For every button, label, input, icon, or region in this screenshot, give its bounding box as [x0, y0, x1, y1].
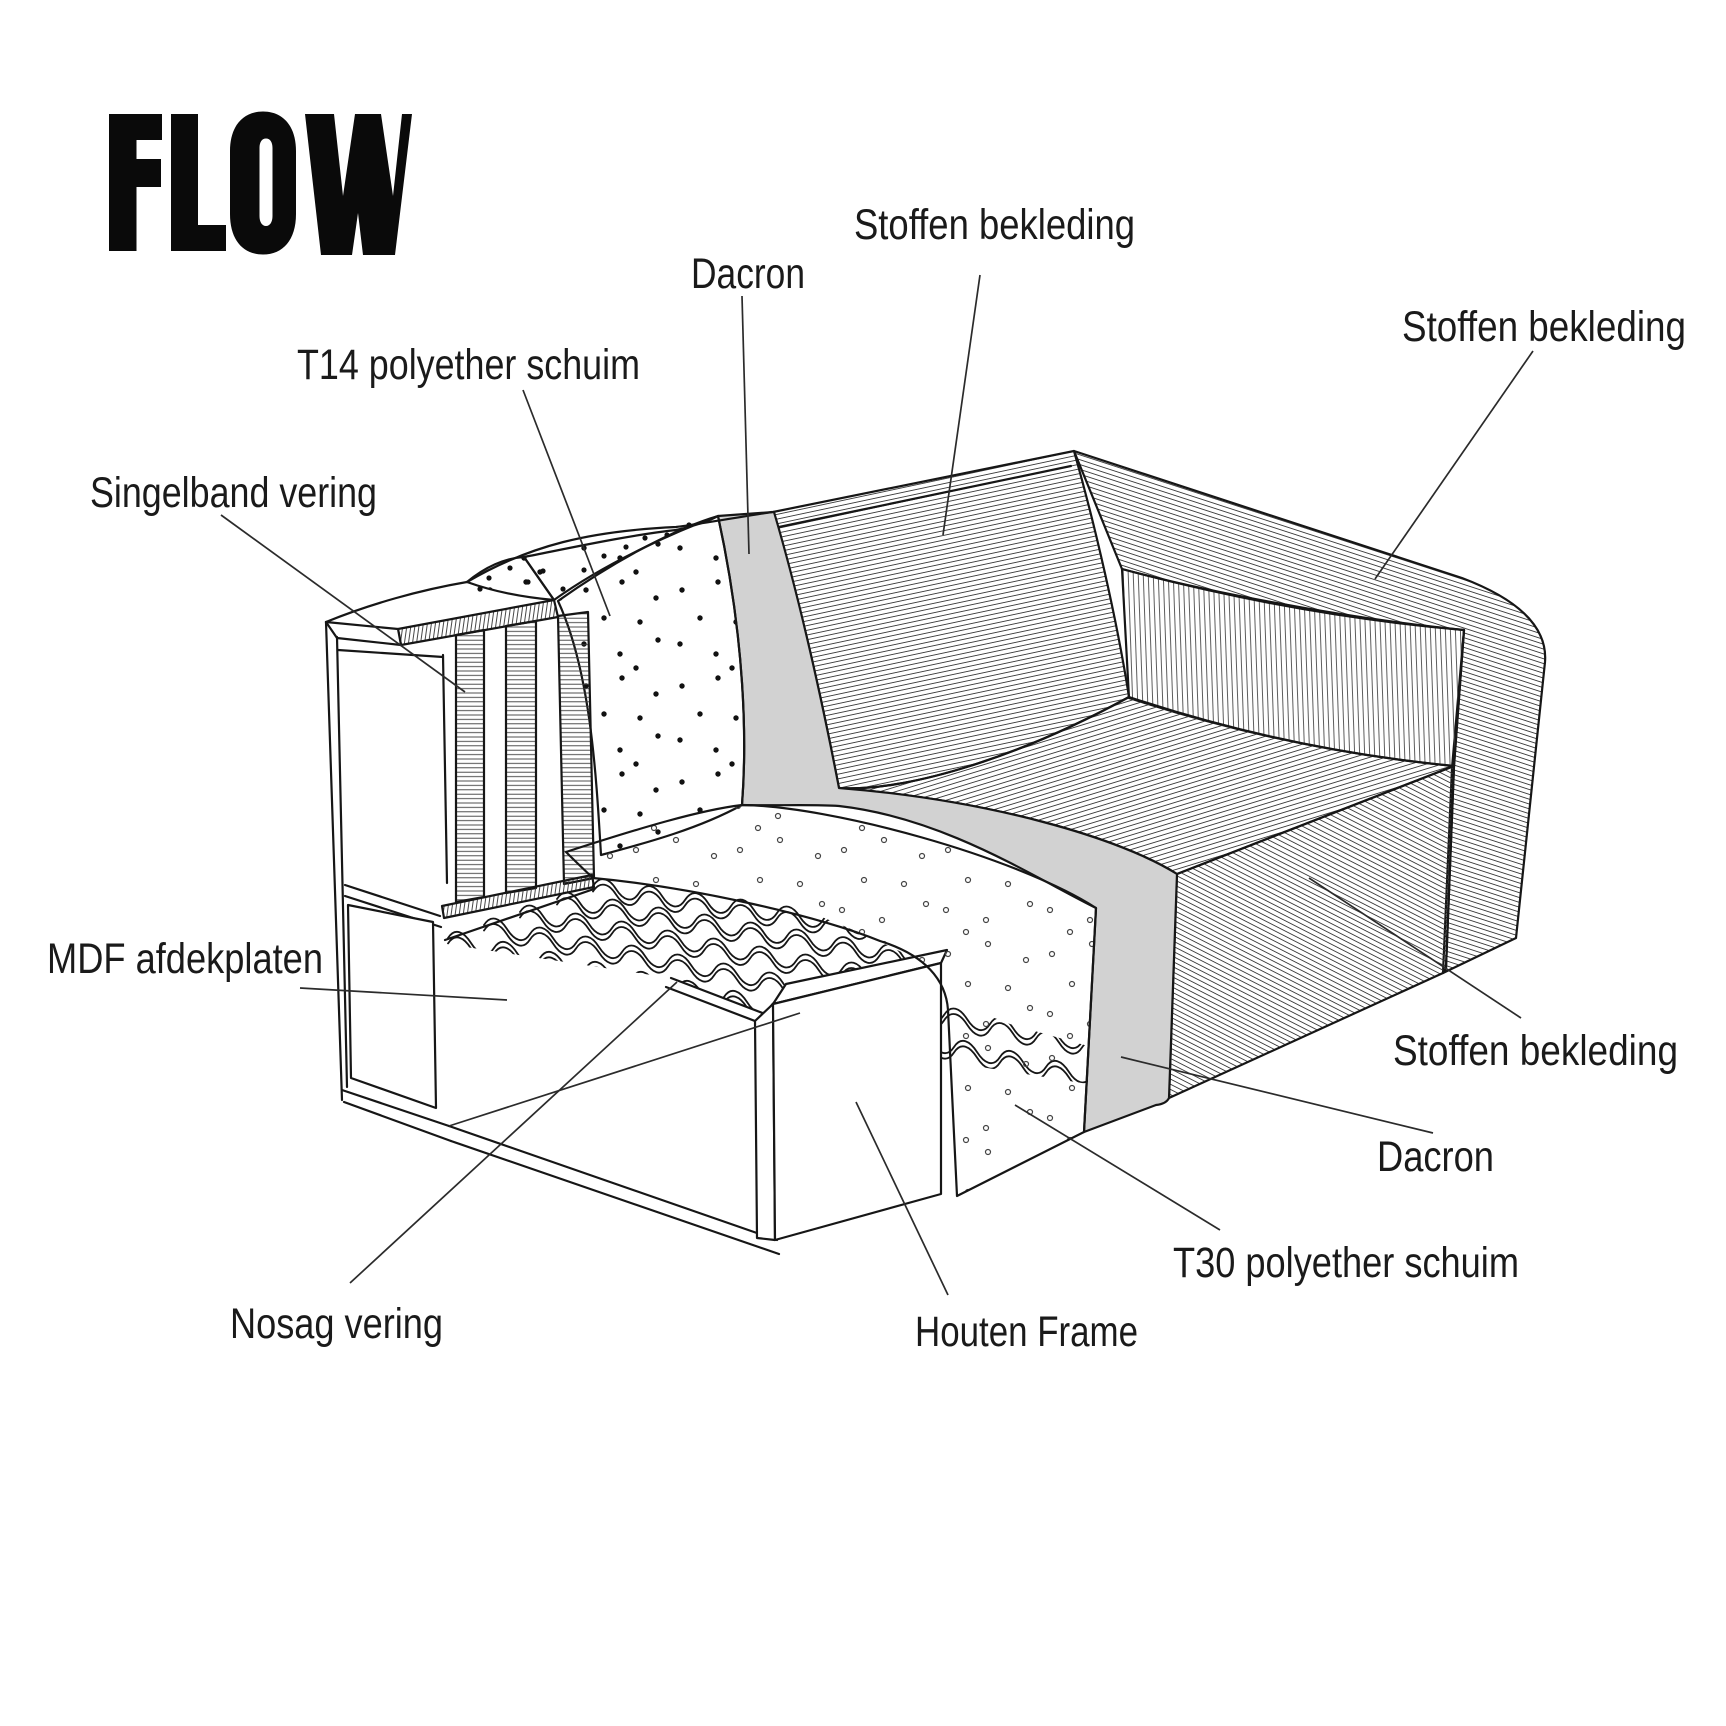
svg-text:T14 polyether schuim: T14 polyether schuim: [297, 341, 640, 389]
svg-text:MDF afdekplaten: MDF afdekplaten: [47, 935, 323, 983]
svg-text:Stoffen bekleding: Stoffen bekleding: [1393, 1027, 1678, 1075]
svg-text:Stoffen bekleding: Stoffen bekleding: [1402, 303, 1686, 351]
svg-text:Dacron: Dacron: [1377, 1133, 1494, 1181]
svg-text:Nosag vering: Nosag vering: [230, 1300, 443, 1348]
svg-text:Dacron: Dacron: [691, 250, 805, 298]
svg-text:Singelband vering: Singelband vering: [90, 469, 377, 517]
svg-text:Houten Frame: Houten Frame: [915, 1308, 1138, 1356]
svg-text:T30 polyether schuim: T30 polyether schuim: [1173, 1239, 1519, 1287]
svg-text:Stoffen bekleding: Stoffen bekleding: [854, 201, 1135, 249]
